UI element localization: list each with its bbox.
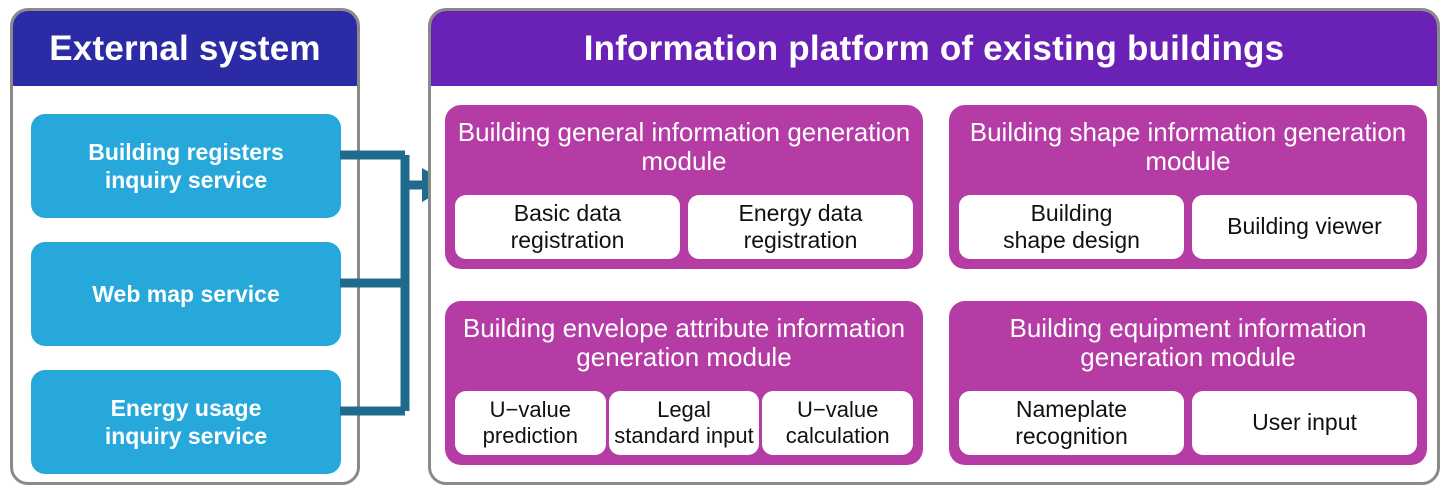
submodule-building-viewer[interactable]: Building viewer [1192,195,1417,259]
external-system-title: External system [13,11,357,86]
submodule-row: U−value prediction Legal standard input … [455,391,914,455]
submodule-basic-data-registration[interactable]: Basic data registration [455,195,680,259]
information-platform-panel: Information platform of existing buildin… [428,8,1440,485]
service-box-building-registers-inquiry[interactable]: Building registers inquiry service [31,114,341,218]
module-title: Building general information generation … [457,116,911,176]
module-building-equipment-information[interactable]: Building equipment information generatio… [949,301,1427,465]
submodule-legal-standard-input[interactable]: Legal standard input [608,391,760,455]
module-title: Building shape information generation mo… [969,116,1407,176]
submodule-u-value-calculation[interactable]: U−value calculation [762,391,914,455]
module-title: Building equipment information generatio… [1009,312,1367,372]
submodule-user-input[interactable]: User input [1192,391,1417,455]
external-system-panel: External system Building registers inqui… [10,8,360,485]
submodule-row: Basic data registration Energy data regi… [455,195,913,259]
submodule-energy-data-registration[interactable]: Energy data registration [688,195,913,259]
submodule-nameplate-recognition[interactable]: Nameplate recognition [959,391,1184,455]
module-building-envelope-attribute-information[interactable]: Building envelope attribute information … [445,301,923,465]
service-box-web-map[interactable]: Web map service [31,242,341,346]
module-building-shape-information[interactable]: Building shape information generation mo… [949,105,1427,269]
module-building-general-information[interactable]: Building general information generation … [445,105,923,269]
submodule-row: Nameplate recognition User input [959,391,1417,455]
information-platform-title: Information platform of existing buildin… [431,11,1437,86]
submodule-row: Building shape design Building viewer [959,195,1417,259]
submodule-u-value-prediction[interactable]: U−value prediction [455,391,606,455]
module-title: Building envelope attribute information … [462,312,906,372]
submodule-building-shape-design[interactable]: Building shape design [959,195,1184,259]
service-box-energy-usage-inquiry[interactable]: Energy usage inquiry service [31,370,341,474]
